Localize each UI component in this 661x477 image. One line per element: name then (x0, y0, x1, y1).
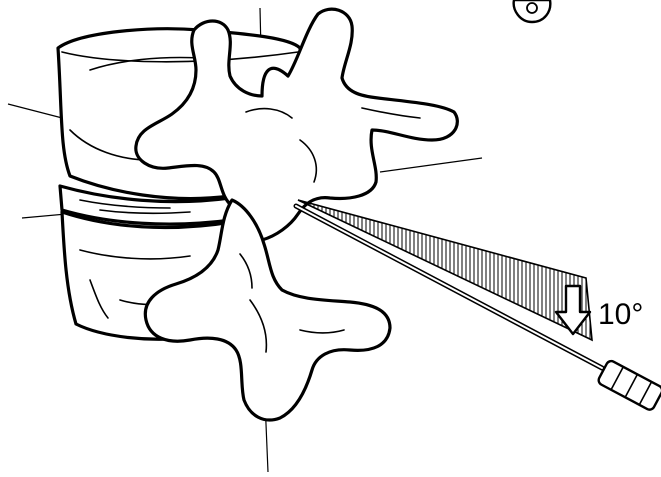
horizontal-axis-upper-right (380, 158, 482, 172)
needle-hub (597, 359, 661, 411)
needle-hub-partial-icon (514, 0, 551, 22)
angle-label: 10° (598, 300, 643, 330)
